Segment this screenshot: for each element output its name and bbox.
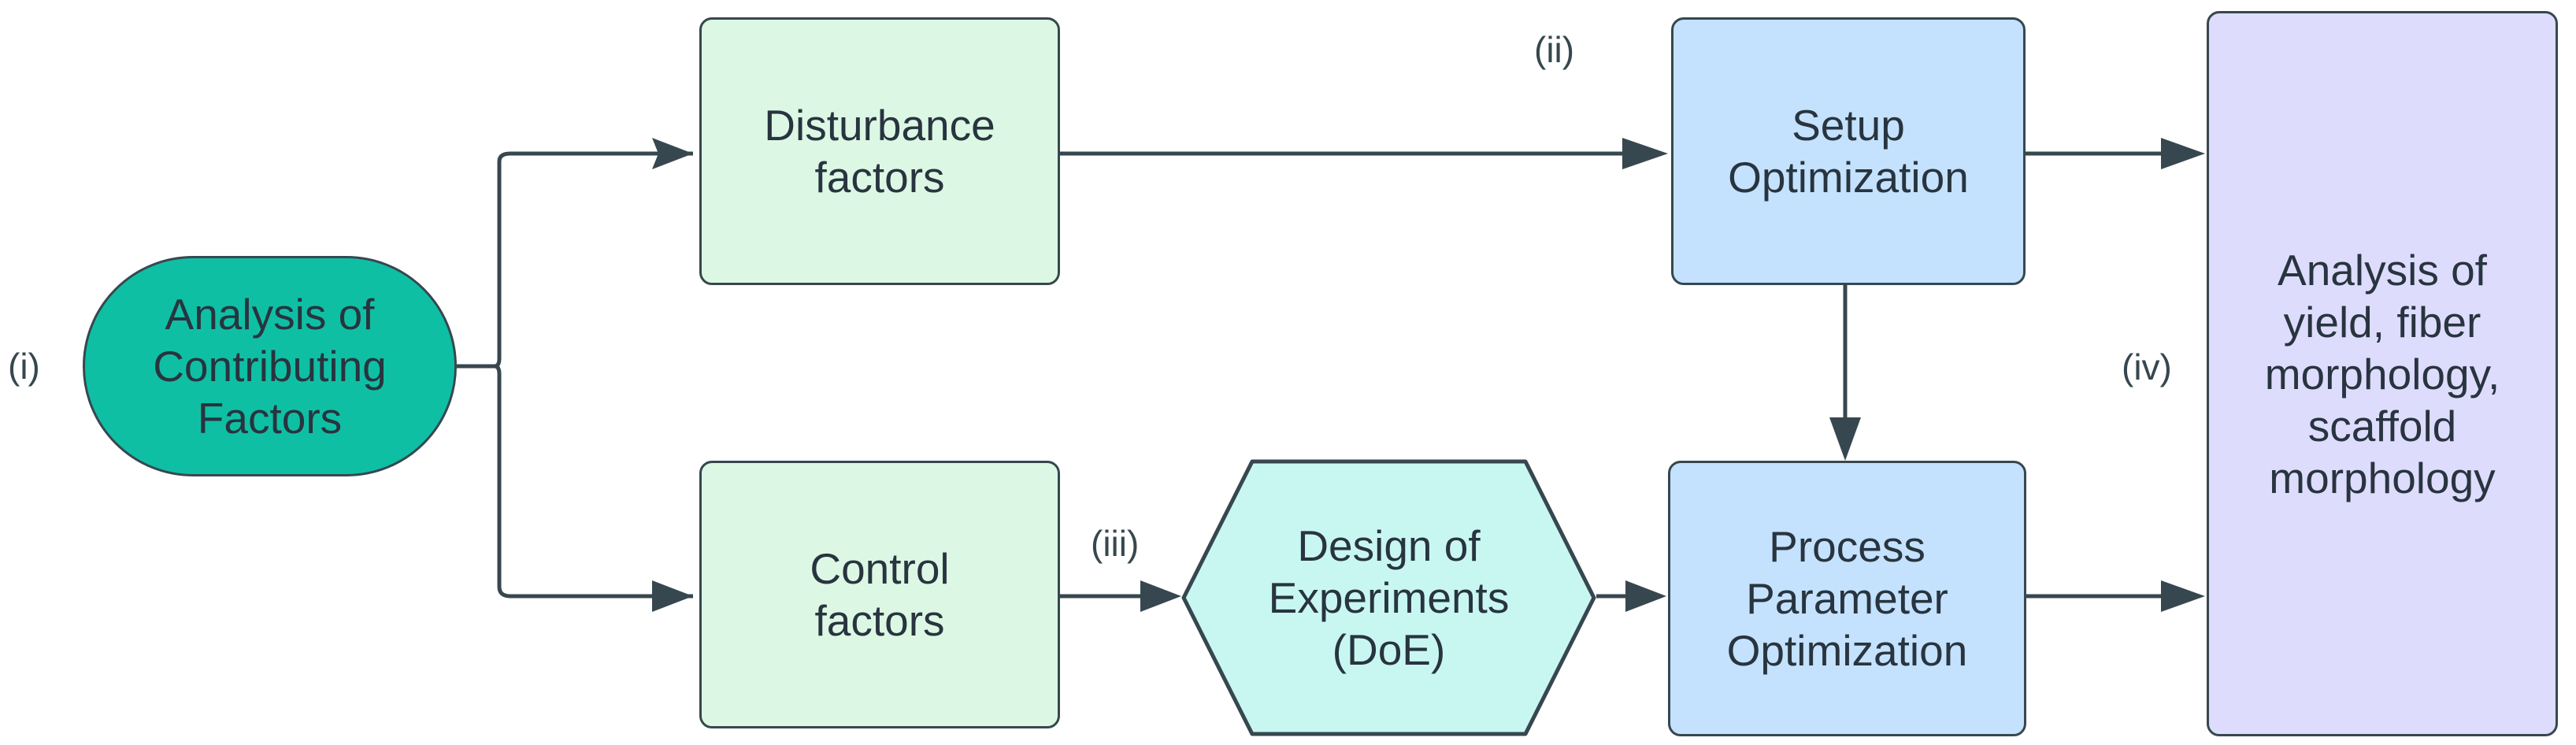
node-design-of-experiments[interactable]: Design of Experiments (DoE) <box>1181 459 1596 736</box>
node-analysis-of-contributing-factors[interactable]: Analysis of Contributing Factors <box>83 256 457 476</box>
edge-start-to-disturbance <box>482 151 693 369</box>
step-label-iii: (iii) <box>1091 523 1140 564</box>
arrowhead-process-top <box>1829 417 1861 461</box>
node-setup-optimization[interactable]: Setup Optimization <box>1671 17 2026 285</box>
hexagon-shape <box>1181 459 1596 736</box>
arrowhead-control <box>652 580 693 612</box>
step-label-ii: (ii) <box>1534 29 1575 70</box>
step-label-iv: (iv) <box>2122 347 2172 387</box>
arrowhead-doe <box>1140 580 1181 612</box>
arrowhead-result-top <box>2161 138 2205 169</box>
node-disturbance-factors[interactable]: Disturbance factors <box>699 17 1060 285</box>
node-control-factors[interactable]: Control factors <box>699 461 1060 728</box>
edge-start-to-control <box>482 364 693 599</box>
arrowhead-result-bottom <box>2161 580 2205 612</box>
step-label-i: (i) <box>8 346 40 387</box>
node-analysis-of-yield-fiber-scaffold-morphology[interactable]: Analysis of yield, fiber morphology, sca… <box>2207 11 2558 736</box>
arrowhead-disturbance <box>652 138 693 169</box>
arrowhead-process-left <box>1625 580 1666 612</box>
node-process-parameter-optimization[interactable]: Process Parameter Optimization <box>1668 461 2026 736</box>
arrowhead-setup <box>1622 138 1668 169</box>
